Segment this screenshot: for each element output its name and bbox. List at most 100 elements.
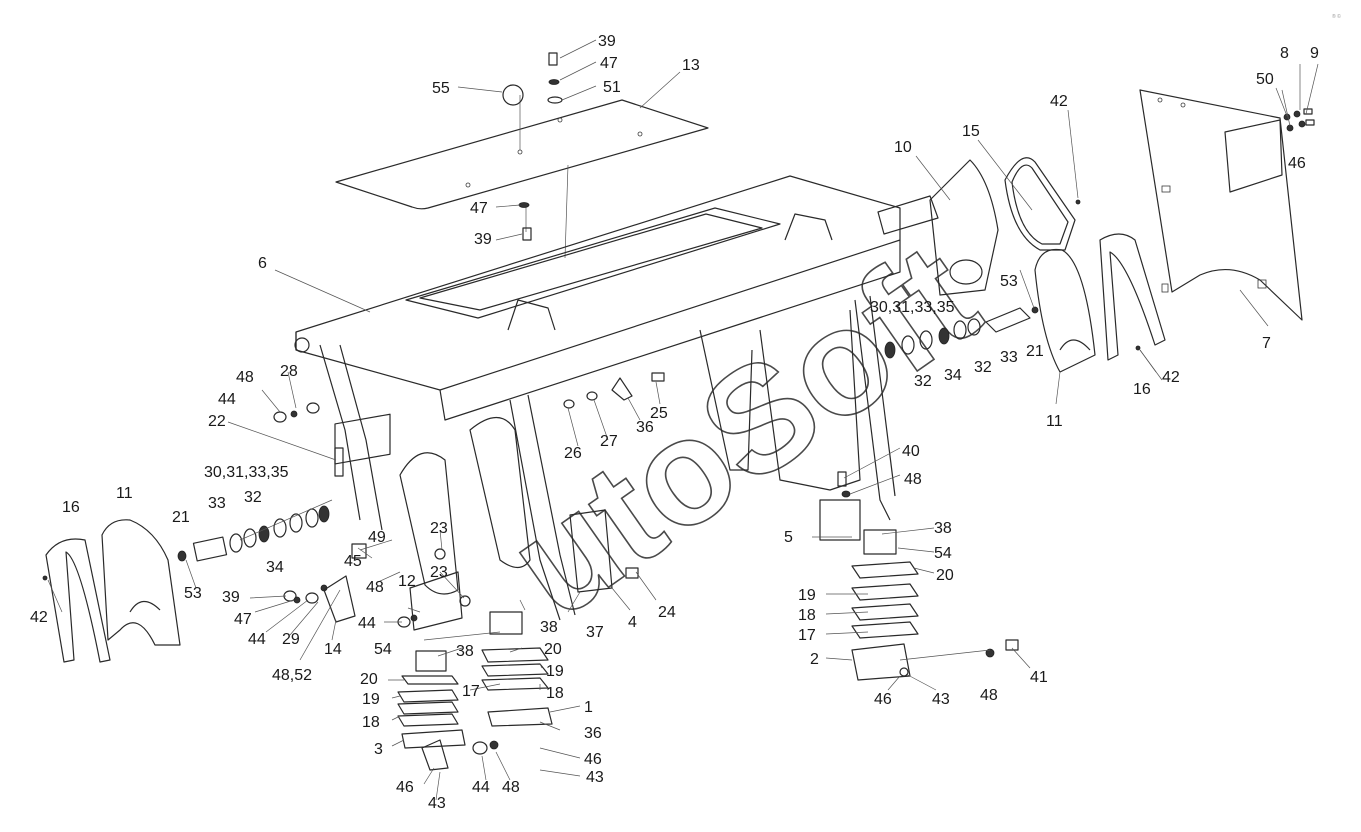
callout-44: 44 <box>358 615 376 632</box>
callout-7: 7 <box>1262 335 1271 352</box>
callout-32: 32 <box>914 373 932 390</box>
callout-48: 48 <box>236 369 254 386</box>
callout-44: 44 <box>472 779 490 796</box>
callout-13: 13 <box>682 57 700 74</box>
leader-lines <box>47 39 1319 801</box>
callout-23: 23 <box>430 520 448 537</box>
callout-33: 33 <box>208 495 226 512</box>
callout-32: 32 <box>244 489 262 506</box>
callout-5: 5 <box>784 529 793 546</box>
callout-8: 8 <box>1280 45 1289 62</box>
callout-51: 51 <box>603 79 621 96</box>
callout-37: 37 <box>586 624 604 641</box>
callout-38: 38 <box>540 619 558 636</box>
callout-47: 47 <box>234 611 252 628</box>
callout-16: 16 <box>62 499 80 516</box>
callout-32: 32 <box>974 359 992 376</box>
callout-48: 48 <box>980 687 998 704</box>
callout-44: 44 <box>248 631 266 648</box>
callout-34: 34 <box>266 559 284 576</box>
callout-19: 19 <box>362 691 380 708</box>
callout-45: 45 <box>344 553 362 570</box>
callout-49: 49 <box>368 529 386 546</box>
right-cover-assembly <box>985 233 1166 373</box>
callout-29: 29 <box>282 631 300 648</box>
callout-20: 20 <box>544 641 562 658</box>
callout-55: 55 <box>432 80 450 97</box>
callout-30-31-33-35: 30,31,33,35 <box>870 299 955 316</box>
callout-42: 42 <box>1050 93 1068 110</box>
callout-24: 24 <box>658 604 676 621</box>
callout-38: 38 <box>456 643 474 660</box>
callout-46: 46 <box>584 751 602 768</box>
callout-47: 47 <box>600 55 618 72</box>
callout-50: 50 <box>1256 71 1274 88</box>
callout-53: 53 <box>184 585 202 602</box>
callout-21: 21 <box>172 509 190 526</box>
callout-18: 18 <box>798 607 816 624</box>
callout-43: 43 <box>586 769 604 786</box>
callout-15: 15 <box>962 123 980 140</box>
callout-46: 46 <box>874 691 892 708</box>
callout-42: 42 <box>30 609 48 626</box>
callout-9: 9 <box>1310 45 1319 62</box>
callout-27: 27 <box>600 433 618 450</box>
callout-23: 23 <box>430 564 448 581</box>
callout-14: 14 <box>324 641 342 658</box>
callout-labels: 39 47 51 13 55 47 39 6 10 15 42 8 9 50 4… <box>30 33 1319 812</box>
right-top-hardware <box>1283 108 1315 132</box>
callout-43: 43 <box>932 691 950 708</box>
top-hardware <box>502 52 563 241</box>
left-shaft-assembly <box>177 505 330 562</box>
callout-19: 19 <box>546 663 564 680</box>
callout-39: 39 <box>222 589 240 606</box>
callout-53: 53 <box>1000 273 1018 290</box>
callout-33: 33 <box>1000 349 1018 366</box>
callout-20: 20 <box>936 567 954 584</box>
callout-26: 26 <box>564 445 582 462</box>
callout-20: 20 <box>360 671 378 688</box>
callout-42: 42 <box>1162 369 1180 386</box>
watermark: utoSoft <box>479 210 1007 650</box>
callout-39: 39 <box>598 33 616 50</box>
callout-36: 36 <box>584 725 602 742</box>
callout-47: 47 <box>470 200 488 217</box>
callout-11: 11 <box>116 485 133 502</box>
callout-16: 16 <box>1133 381 1151 398</box>
callout-28: 28 <box>280 363 298 380</box>
callout-18: 18 <box>362 714 380 731</box>
main-frame <box>294 175 939 621</box>
callout-17: 17 <box>462 683 480 700</box>
callout-1: 1 <box>584 699 593 716</box>
callout-44: 44 <box>218 391 236 408</box>
callout-2: 2 <box>810 651 819 668</box>
watermark-text: utoSoft <box>480 210 1006 649</box>
callout-48: 48 <box>366 579 384 596</box>
left-cover-assembly <box>42 519 181 663</box>
callout-54: 54 <box>374 641 392 658</box>
callout-3: 3 <box>374 741 383 758</box>
callout-48-52: 48,52 <box>272 667 312 684</box>
right-flange-assembly <box>929 157 1081 296</box>
callout-54: 54 <box>934 545 952 562</box>
callout-22: 22 <box>208 413 226 430</box>
top-cover-plate <box>335 95 709 259</box>
callout-6: 6 <box>258 255 267 272</box>
callout-21: 21 <box>1026 343 1044 360</box>
right-seal-rings <box>884 318 981 359</box>
callout-39: 39 <box>474 231 492 248</box>
callout-43: 43 <box>428 795 446 812</box>
callout-40: 40 <box>902 443 920 460</box>
callout-38: 38 <box>934 520 952 537</box>
callout-17: 17 <box>798 627 816 644</box>
callout-10: 10 <box>894 139 912 156</box>
right-side-plate <box>1139 89 1303 321</box>
callout-34: 34 <box>944 367 962 384</box>
left-mount-stack <box>397 650 466 771</box>
corner-mark: ® © <box>1332 13 1341 20</box>
callout-48: 48 <box>904 471 922 488</box>
callout-48: 48 <box>502 779 520 796</box>
callout-19: 19 <box>798 587 816 604</box>
callout-11: 11 <box>1046 413 1063 430</box>
